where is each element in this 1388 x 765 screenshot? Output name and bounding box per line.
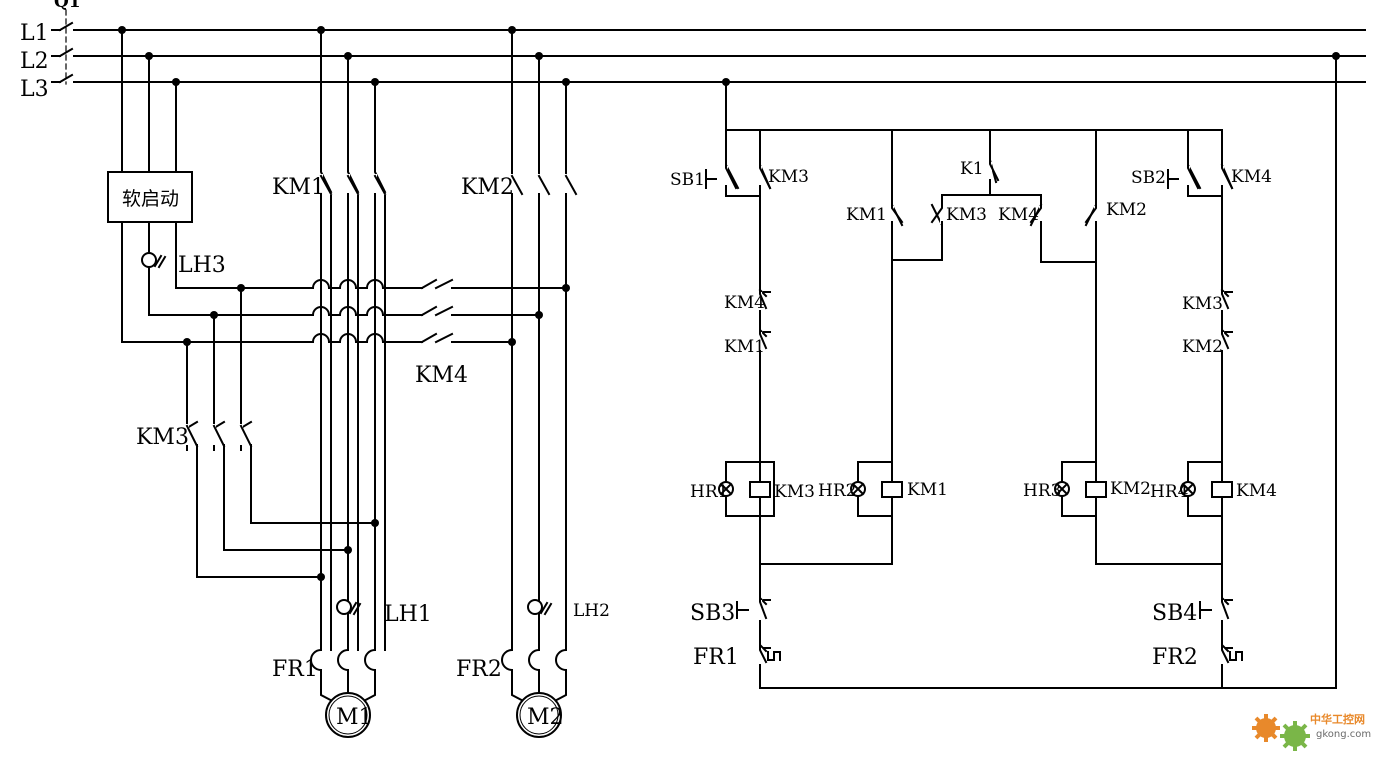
km3-power-label: KM3 (136, 425, 189, 450)
gear-icon (1252, 714, 1310, 751)
supply-bus (51, 9, 1366, 85)
junction-dots (118, 26, 1340, 581)
sb4-label: SB4 (1152, 601, 1197, 626)
no-contact-gaps (724, 162, 1224, 224)
lh1-label: LH1 (384, 602, 432, 627)
km4-ctrl-label: KM4 (998, 205, 1039, 225)
soft-starter-outputs (121, 278, 567, 344)
coil-km2-label: KM2 (1110, 479, 1151, 499)
fr2-power-label: FR2 (456, 657, 502, 682)
sb1-label: SB1 (670, 170, 705, 190)
hr2-label: HR2 (818, 481, 856, 501)
sb3-label: SB3 (690, 601, 735, 626)
indicator-lamps (718, 481, 1196, 497)
km1-power-label: KM1 (272, 175, 325, 200)
right-interlock-km3-label: KM3 (1182, 294, 1223, 314)
sb2-km4-label: KM4 (1231, 167, 1272, 187)
hr3-label: HR3 (1023, 481, 1061, 501)
l1-label: L1 (20, 21, 49, 46)
coil-km3-label: KM3 (774, 482, 815, 502)
soft-starter-label: 软启动 (122, 188, 179, 210)
km2-power-label: KM2 (461, 175, 514, 200)
lh2-label: LH2 (573, 601, 610, 621)
coil-km1-label: KM1 (907, 480, 948, 500)
right-interlock-km2-label: KM2 (1182, 337, 1223, 357)
pushbutton-marks (705, 169, 1243, 661)
motor2-feeder (501, 29, 568, 738)
coil-km4-label: KM4 (1236, 481, 1277, 501)
motor1-feeder (310, 29, 387, 738)
motor2-label: M2 (527, 705, 564, 730)
watermark-url: gkong.com (1316, 729, 1371, 740)
lh3-label: LH3 (178, 253, 226, 278)
watermark-cn: 中华工控网 (1310, 712, 1365, 726)
watermark: 中华工控网 gkong.com (1252, 712, 1371, 751)
k1-label: K1 (960, 159, 984, 179)
nc-contact-gaps (758, 292, 1224, 664)
q1-label: Q1 (54, 0, 81, 12)
motor1-label: M1 (336, 705, 373, 730)
fr1-ctrl-label: FR1 (693, 645, 739, 670)
hr4-label: HR4 (1150, 482, 1188, 502)
left-interlock-km4-label: KM4 (724, 293, 765, 313)
nc-contacts (759, 289, 1233, 664)
sb1-km3-label: KM3 (768, 167, 809, 187)
hr1-label: HR1 (690, 482, 728, 502)
km2-ctrl-label: KM2 (1106, 200, 1147, 220)
power-contacts (185, 174, 578, 451)
labels: Q1 L1 L2 L3 软启动 LH3 KM1 KM2 KM4 KM3 LH1 … (20, 0, 1277, 730)
left-interlock-km1-label: KM1 (724, 337, 765, 357)
control-circuit (725, 55, 1337, 689)
km1-ctrl-label: KM1 (846, 205, 887, 225)
km4-power-label: KM4 (415, 363, 468, 388)
sb2-label: SB2 (1131, 168, 1166, 188)
l2-label: L2 (20, 49, 49, 74)
power-contact-gaps (185, 174, 568, 448)
no-contacts (725, 159, 1234, 229)
wiring (51, 9, 1366, 738)
km3-ctrl-label: KM3 (946, 205, 987, 225)
soft-starter-branch (107, 29, 193, 343)
fr1-power-label: FR1 (272, 657, 318, 682)
l3-label: L3 (20, 77, 49, 102)
fr2-ctrl-label: FR2 (1152, 645, 1198, 670)
